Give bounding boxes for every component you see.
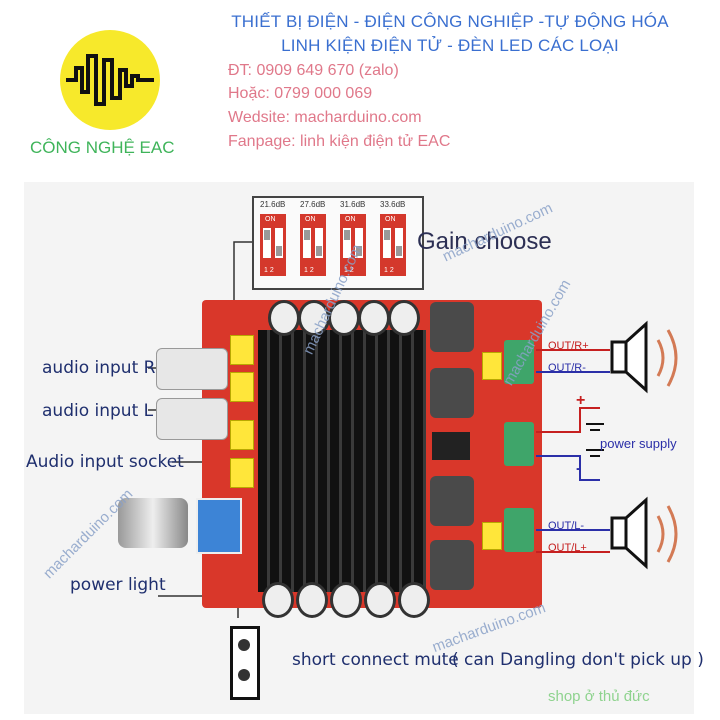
capacitor: [398, 582, 430, 618]
potentiometer: [196, 498, 242, 554]
dip-toggle[interactable]: [263, 228, 271, 258]
dip-toggle[interactable]: [343, 228, 351, 258]
dip-toggle[interactable]: [383, 228, 391, 258]
dip-pin-label: 1 2: [384, 267, 394, 274]
terminal-out-l: [504, 508, 534, 552]
yellow-capacitor: [230, 458, 254, 488]
jumper-pin: [238, 639, 250, 651]
output-wiring: [536, 349, 610, 553]
phone-1: ĐT: 0909 649 670 (zalo): [228, 62, 399, 79]
dip-on-label: ON: [345, 216, 356, 223]
dip-toggle-knob: [384, 230, 390, 240]
label-audio-input-l: audio input L: [42, 401, 154, 421]
label-out-r-minus: OUT/R-: [548, 362, 586, 374]
dip-toggle-knob: [316, 246, 322, 256]
capacitor: [330, 582, 362, 618]
yellow-capacitor: [230, 420, 254, 450]
dip-toggle-knob: [396, 246, 402, 256]
dip-gain-label: 21.6dB: [260, 200, 286, 209]
mute-jumper: [230, 626, 260, 700]
dip-switch-body: ON 1 2: [380, 214, 406, 276]
brand-name: CÔNG NGHỆ EAC: [30, 138, 175, 157]
dip-toggle[interactable]: [315, 228, 323, 258]
heatsink: [258, 330, 426, 592]
capacitor: [388, 300, 420, 336]
website: Wedsite: macharduino.com: [228, 109, 422, 126]
phone-2: Hoặc: 0799 000 069: [228, 85, 373, 102]
dip-switch-group: 21.6dB ON 1 2 27.6dB ON 1 2 31.6dB ON 1 2 33.6dB O…: [258, 200, 418, 282]
yellow-capacitor: [482, 522, 502, 550]
fanpage: Fanpage: linh kiện điện tử EAC: [228, 133, 451, 150]
dip-gain-label: 31.6dB: [340, 200, 366, 209]
bottom-capacitor-row: [262, 582, 432, 618]
terminal-out-r: [504, 340, 534, 384]
speaker-left-icon: [610, 496, 678, 570]
dip-switch-body: ON 1 2: [260, 214, 286, 276]
terminal-power: [504, 422, 534, 466]
label-audio-input-r: audio input R: [42, 358, 156, 378]
label-power-plus: +: [576, 392, 586, 409]
dip-switch[interactable]: 33.6dB ON 1 2: [378, 200, 412, 280]
capacitor: [364, 582, 396, 618]
audio-input-socket-l: [156, 398, 228, 440]
label-dangling-note: ( can Dangling don't pick up ): [452, 650, 704, 670]
label-out-r-plus: OUT/R+: [548, 340, 589, 352]
dip-toggle-knob: [356, 246, 362, 256]
audio-input-socket-r: [156, 348, 228, 390]
header-line-2: LINH KIỆN ĐIỆN TỬ - ĐÈN LED CÁC LOẠI: [281, 36, 619, 55]
dip-toggle[interactable]: [355, 228, 363, 258]
dip-toggle-knob: [304, 230, 310, 240]
waveform-logo-icon: [60, 30, 160, 130]
yellow-capacitor: [482, 352, 502, 380]
jumper-pin: [238, 669, 250, 681]
inductor: [430, 302, 474, 352]
dip-switch-body: ON 1 2: [340, 214, 366, 276]
label-short-connect-mute: short connect mute: [292, 650, 459, 670]
dip-pin-label: 1 2: [344, 267, 354, 274]
watermark-shop: shop ở thủ đức: [548, 688, 650, 705]
inductor: [430, 368, 474, 418]
dip-toggle[interactable]: [395, 228, 403, 258]
capacitor: [268, 300, 300, 336]
dip-switch-body: ON 1 2: [300, 214, 326, 276]
dip-gain-label: 27.6dB: [300, 200, 326, 209]
dip-toggle-knob: [264, 230, 270, 240]
speaker-right-icon: [610, 320, 678, 394]
dip-toggle[interactable]: [275, 228, 283, 258]
label-power-minus: -: [576, 460, 582, 477]
label-audio-input-socket: Audio input socket: [26, 452, 184, 472]
label-power-light: power light: [70, 575, 166, 595]
inductor: [430, 540, 474, 590]
volume-knob: [118, 498, 188, 548]
dip-pin-label: 1 2: [304, 267, 314, 274]
dip-toggle[interactable]: [303, 228, 311, 258]
dip-on-label: ON: [265, 216, 276, 223]
dip-on-label: ON: [385, 216, 396, 223]
gain-choose-label: Gain choose: [417, 228, 552, 255]
label-out-l-minus: OUT/L-: [548, 520, 585, 532]
capacitor: [358, 300, 390, 336]
dip-gain-label: 33.6dB: [380, 200, 406, 209]
dip-switch[interactable]: 27.6dB ON 1 2: [298, 200, 332, 280]
header-line-1: THIẾT BỊ ĐIỆN - ĐIỆN CÔNG NGHIỆP -TỰ ĐỘN…: [231, 12, 669, 31]
rectifier: [432, 432, 470, 460]
top-capacitor-row: [268, 300, 420, 336]
inductor: [430, 476, 474, 526]
label-out-l-plus: OUT/L+: [548, 542, 587, 554]
dip-pin-label: 1 2: [264, 267, 274, 274]
yellow-capacitor: [230, 335, 254, 365]
capacitor: [262, 582, 294, 618]
yellow-capacitor: [230, 372, 254, 402]
label-power-supply: power supply: [600, 436, 677, 451]
dip-on-label: ON: [305, 216, 316, 223]
capacitor: [296, 582, 328, 618]
dip-switch[interactable]: 21.6dB ON 1 2: [258, 200, 292, 280]
dip-toggle-knob: [344, 230, 350, 240]
dip-toggle-knob: [276, 246, 282, 256]
dip-switch[interactable]: 31.6dB ON 1 2: [338, 200, 372, 280]
